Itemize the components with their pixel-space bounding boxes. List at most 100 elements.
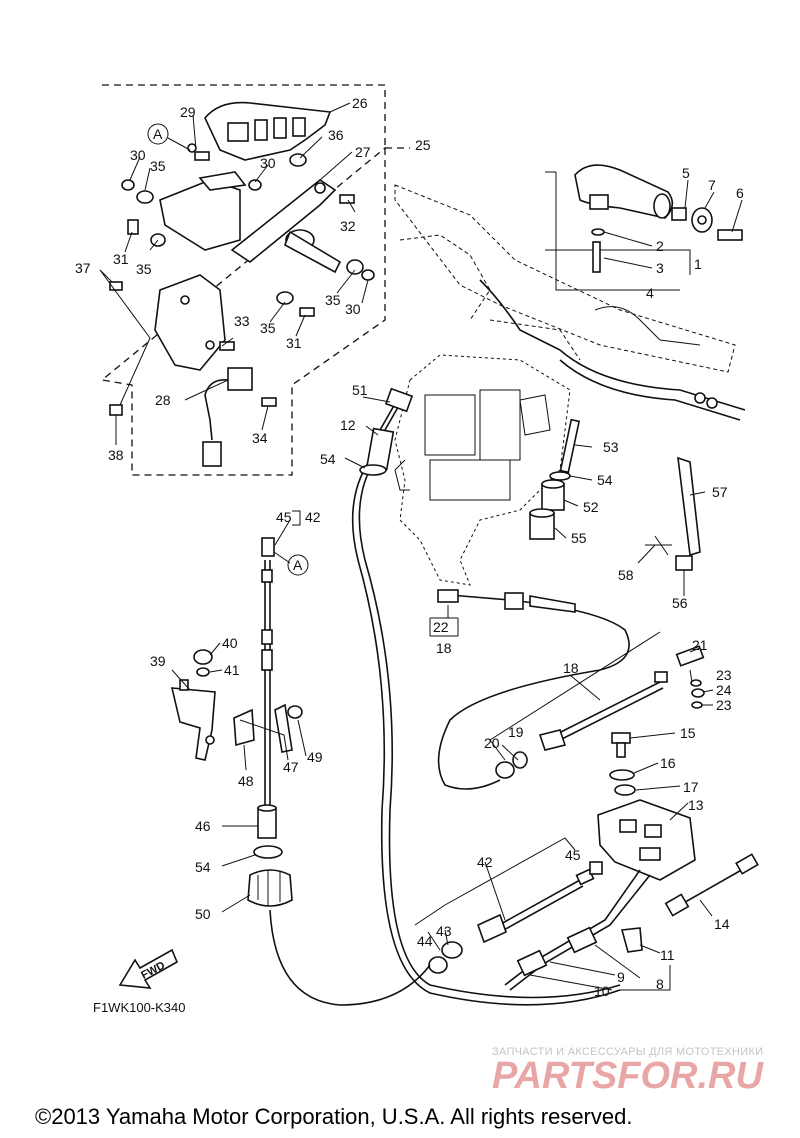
- callout-28: 28: [155, 392, 171, 408]
- callout-14: 14: [714, 916, 730, 932]
- callout-46: 46: [195, 818, 211, 834]
- callout-23a: 23: [716, 667, 732, 683]
- rod-part-53: [559, 418, 581, 474]
- lever-part-27: [230, 179, 342, 274]
- callout-31b: 31: [286, 335, 302, 351]
- callout-42a: 42: [305, 509, 321, 525]
- collar-part-55: [529, 508, 555, 540]
- washer-part-19: [512, 751, 528, 769]
- callout-41: 41: [224, 662, 240, 678]
- callout-54c: 54: [195, 859, 211, 875]
- callout-31a: 31: [113, 251, 129, 267]
- callout-3: 3: [656, 260, 664, 276]
- callout-47: 47: [283, 759, 299, 775]
- callout-1: 1: [694, 256, 702, 272]
- callout-30c: 30: [345, 301, 361, 317]
- callout-13: 13: [688, 797, 704, 813]
- ref-circle-a2: [287, 554, 309, 576]
- callout-34: 34: [252, 430, 268, 446]
- washer-part-41: [196, 667, 210, 677]
- clip-part-11: [620, 927, 643, 953]
- callout-45b: 45: [565, 847, 581, 863]
- bracket-25-dashed-box: [100, 84, 410, 476]
- sleeve-part-12: [366, 427, 395, 471]
- callout-29: 29: [180, 104, 196, 120]
- callout-18b: 18: [563, 660, 579, 676]
- callout-26: 26: [352, 95, 368, 111]
- callout-42b: 42: [477, 854, 493, 870]
- callout-7: 7: [708, 177, 716, 193]
- callout-48: 48: [238, 773, 254, 789]
- bolt-part-15: [611, 732, 631, 758]
- tie-part-57: [677, 456, 701, 557]
- clamp-part-54a: [359, 464, 387, 476]
- watermark-logo: PARTSFOR.RU: [492, 1055, 764, 1097]
- watermark-tagline: ЗАПЧАСТИ И АКСЕССУАРЫ ДЛЯ МОТОТЕХНИКИ: [492, 1046, 763, 1058]
- callout-22: 22: [433, 619, 449, 635]
- callout-16: 16: [660, 755, 676, 771]
- callout-45a: 45: [276, 509, 292, 525]
- callout-labels: 26 29 36 25 27 30 35 30 32 31 35 37 35 3…: [75, 95, 744, 999]
- callout-57: 57: [712, 484, 728, 500]
- callout-50: 50: [195, 906, 211, 922]
- cable-50-to-44: [269, 909, 431, 1006]
- callout-40: 40: [222, 635, 238, 651]
- callout-23b: 23: [716, 697, 732, 713]
- pin-part-58: [645, 535, 672, 556]
- cable-42-lower: [477, 861, 603, 944]
- sensor-cable-14: [664, 853, 759, 917]
- washer-part-16: [609, 769, 635, 781]
- callout-4: 4: [646, 285, 654, 301]
- callout-43: 43: [436, 923, 452, 939]
- callout-35a: 35: [150, 158, 166, 174]
- callout-19: 19: [508, 724, 524, 740]
- leader-lines: [99, 102, 743, 991]
- engine-outline: [394, 354, 571, 586]
- callout-8: 8: [656, 976, 664, 992]
- callout-18a: 18: [436, 640, 452, 656]
- bracket-22: [429, 617, 459, 637]
- damper-part-7: [691, 207, 713, 233]
- callout-58: 58: [618, 567, 634, 583]
- callout-17: 17: [683, 779, 699, 795]
- housing-part-13: [597, 799, 696, 881]
- sleeve-part-52: [541, 479, 565, 511]
- bracket-lower: [154, 274, 226, 371]
- nut-part-40: [193, 649, 213, 665]
- throttle-body-lines: [559, 306, 746, 421]
- cable-45-vertical: [261, 537, 275, 805]
- callout-21: 21: [692, 637, 708, 653]
- collar-part-5: [671, 207, 687, 221]
- callout-27: 27: [355, 144, 371, 160]
- washer-part-43: [441, 941, 463, 959]
- callout-35c: 35: [325, 292, 341, 308]
- screw-part-2: [591, 228, 605, 236]
- ref-a2: A: [293, 557, 303, 573]
- shift-cable-18: [437, 589, 705, 790]
- callout-53: 53: [603, 439, 619, 455]
- handlebar-outline: [394, 184, 736, 373]
- callout-9: 9: [617, 969, 625, 985]
- callout-12: 12: [340, 417, 356, 433]
- callout-36: 36: [328, 127, 344, 143]
- nut-part-49: [287, 705, 303, 719]
- throttle-grip-part-1: [574, 164, 674, 219]
- sensor-part-28: [202, 367, 253, 467]
- callout-25: 25: [415, 137, 431, 153]
- callout-10: 10: [594, 983, 610, 999]
- clamp-part-54c: [253, 845, 283, 859]
- copyright-notice: ©2013 Yamaha Motor Corporation, U.S.A. A…: [35, 1104, 632, 1129]
- bracket-45-42: [292, 510, 301, 526]
- fasteners-box: [109, 143, 375, 416]
- callout-33: 33: [234, 313, 250, 329]
- callout-38: 38: [108, 447, 124, 463]
- washer-part-17: [614, 784, 636, 796]
- fwd-label: FWD: [139, 959, 167, 981]
- fwd-arrow-icon: FWD: [118, 948, 179, 989]
- callout-30a: 30: [130, 147, 146, 163]
- bolt-part-3: [592, 241, 601, 273]
- callout-39: 39: [150, 653, 166, 669]
- sleeve-part-46: [257, 804, 277, 839]
- callout-35b: 35: [136, 261, 152, 277]
